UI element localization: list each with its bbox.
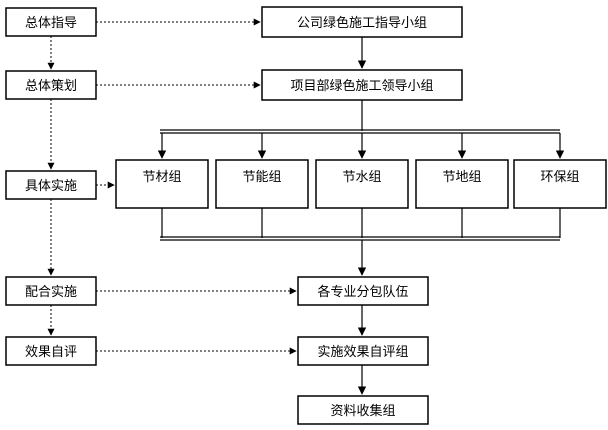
left-box-effect-self-evaluation-label: 效果自评 bbox=[25, 345, 77, 360]
box-self-evaluation-group-label: 实施效果自评组 bbox=[317, 345, 408, 360]
left-box-overall-guidance: 总体指导 bbox=[5, 7, 97, 37]
box-self-evaluation-group: 实施效果自评组 bbox=[297, 336, 429, 366]
box-project-leading-group: 项目部绿色施工领导小组 bbox=[261, 69, 463, 101]
sub-group-material-saving-label: 节材组 bbox=[142, 170, 181, 185]
left-box-coordination-implementation: 配合实施 bbox=[5, 276, 97, 306]
box-data-collection-group: 资料收集组 bbox=[297, 395, 429, 425]
left-box-overall-planning-label: 总体策划 bbox=[25, 78, 77, 94]
box-company-leading-group-label: 公司绿色施工指导小组 bbox=[297, 15, 427, 31]
box-company-leading-group: 公司绿色施工指导小组 bbox=[261, 6, 463, 38]
left-box-effect-self-evaluation: 效果自评 bbox=[5, 336, 97, 366]
box-data-collection-group-label: 资料收集组 bbox=[330, 403, 395, 419]
box-subcontractor-teams: 各专业分包队伍 bbox=[297, 276, 429, 306]
left-box-overall-planning: 总体策划 bbox=[5, 70, 97, 100]
bottom-collection-bus bbox=[160, 236, 560, 241]
sub-group-material-saving: 节材组 bbox=[115, 159, 209, 209]
sub-group-environmental-label: 环保组 bbox=[540, 170, 579, 185]
left-box-coordination-implementation-label: 配合实施 bbox=[25, 285, 77, 300]
sub-group-water-saving: 节水组 bbox=[315, 159, 409, 209]
left-box-specific-implementation: 具体实施 bbox=[5, 170, 97, 200]
top-distribution-bus bbox=[160, 129, 560, 134]
cross-connectors bbox=[96, 18, 297, 355]
box-subcontractor-teams-label: 各专业分包队伍 bbox=[317, 284, 408, 300]
box-project-leading-group-label: 项目部绿色施工领导小组 bbox=[290, 78, 433, 94]
sub-group-environmental: 环保组 bbox=[513, 159, 607, 209]
left-box-overall-guidance-label: 总体指导 bbox=[25, 16, 77, 31]
sub-group-water-saving-label: 节水组 bbox=[342, 170, 381, 185]
sub-group-land-saving: 节地组 bbox=[415, 159, 509, 209]
sub-group-energy-saving-label: 节能组 bbox=[242, 170, 281, 185]
sub-group-rise-lines bbox=[161, 208, 561, 238]
left-box-specific-implementation-label: 具体实施 bbox=[25, 179, 77, 194]
sub-group-drop-arrows bbox=[157, 133, 565, 159]
sub-group-land-saving-label: 节地组 bbox=[442, 170, 481, 185]
sub-group-energy-saving: 节能组 bbox=[215, 159, 309, 209]
